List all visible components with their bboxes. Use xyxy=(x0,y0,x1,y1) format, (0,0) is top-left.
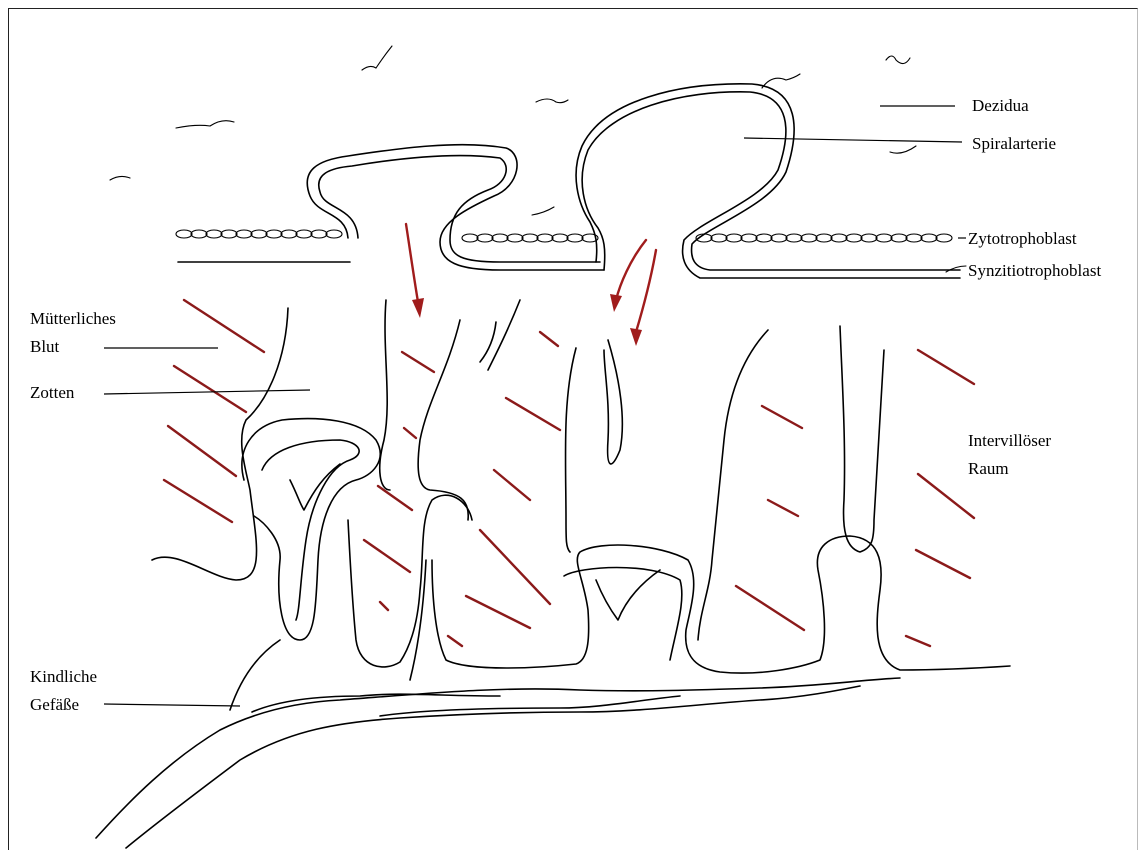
label-muetterliches: Mütterliches xyxy=(30,309,116,328)
blood-stroke xyxy=(364,540,410,572)
blood-stroke xyxy=(168,426,236,476)
blood-stroke xyxy=(466,596,530,628)
blood-stroke xyxy=(762,406,802,428)
cytotrophoblast-cell xyxy=(507,234,523,242)
spiral-arteries xyxy=(178,84,962,278)
blood-stroke xyxy=(378,486,412,510)
label-dezidua: Dezidua xyxy=(972,96,1029,115)
blood-stroke xyxy=(918,350,974,384)
cytotrophoblast-cell xyxy=(936,234,952,242)
blood-stroke xyxy=(494,470,530,500)
label-spiralarterie: Spiralarterie xyxy=(972,134,1056,153)
maternal-blood-strokes xyxy=(164,300,974,646)
cytotrophoblast-cell xyxy=(221,230,237,238)
flow-arrowhead-2 xyxy=(610,294,622,312)
cytotrophoblast-cell xyxy=(846,234,862,242)
cytotrophoblast-cell xyxy=(191,230,207,238)
cytotrophoblast-cell xyxy=(741,234,757,242)
flow-arrowhead-3 xyxy=(630,328,642,346)
cytotrophoblast-cell xyxy=(726,234,742,242)
fetal-vessels xyxy=(96,678,900,848)
cytotrophoblast-cell xyxy=(206,230,222,238)
flow-arrowhead-1 xyxy=(412,298,424,318)
cytotrophoblast-cell xyxy=(921,234,937,242)
cytotrophoblast-cell xyxy=(296,230,312,238)
flow-arrow-1 xyxy=(406,224,418,302)
blood-stroke xyxy=(506,398,560,430)
cytotrophoblast-cell xyxy=(326,230,342,238)
flow-arrow-2 xyxy=(616,240,646,300)
cytotrophoblast-cell xyxy=(771,234,787,242)
label-kindliche: Kindliche xyxy=(30,667,97,686)
blood-stroke xyxy=(164,480,232,522)
blood-stroke xyxy=(380,602,388,610)
label-raum: Raum xyxy=(968,459,1009,478)
cytotrophoblast-cell xyxy=(831,234,847,242)
cytotrophoblast-cells xyxy=(176,230,952,242)
cytotrophoblast-cell xyxy=(462,234,478,242)
cytotrophoblast-cell xyxy=(251,230,267,238)
cytotrophoblast-cell xyxy=(537,234,553,242)
cytotrophoblast-cell xyxy=(876,234,892,242)
label-zytotrophoblast: Zytotrophoblast xyxy=(968,229,1077,248)
cytotrophoblast-cell xyxy=(756,234,772,242)
cytotrophoblast-cell xyxy=(176,230,192,238)
blood-stroke xyxy=(402,352,434,372)
cytotrophoblast-cell xyxy=(711,234,727,242)
cytotrophoblast-cell xyxy=(891,234,907,242)
label-blut: Blut xyxy=(30,337,60,356)
cytotrophoblast-cell xyxy=(311,230,327,238)
blood-stroke xyxy=(404,428,416,438)
blood-stroke xyxy=(916,550,970,578)
label-synzitiotrophoblast: Synzitiotrophoblast xyxy=(968,261,1101,280)
blood-stroke xyxy=(448,636,462,646)
decidua-squiggles xyxy=(110,46,955,215)
cytotrophoblast-cell xyxy=(567,234,583,242)
cytotrophoblast-cell xyxy=(236,230,252,238)
blood-stroke xyxy=(768,500,798,516)
label-gefaesse: Gefäße xyxy=(30,695,79,714)
label-zotten: Zotten xyxy=(30,383,75,402)
cytotrophoblast-cell xyxy=(522,234,538,242)
cytotrophoblast-cell xyxy=(477,234,493,242)
cytotrophoblast-cell xyxy=(281,230,297,238)
cytotrophoblast-cell xyxy=(266,230,282,238)
cytotrophoblast-cell xyxy=(861,234,877,242)
blood-stroke xyxy=(736,586,804,630)
flow-arrow-3 xyxy=(636,250,656,332)
blood-stroke xyxy=(918,474,974,518)
cytotrophoblast-cell xyxy=(801,234,817,242)
blood-stroke xyxy=(906,636,930,646)
blood-stroke xyxy=(174,366,246,412)
villi xyxy=(152,300,1010,710)
cytotrophoblast-cell xyxy=(552,234,568,242)
cytotrophoblast-cell xyxy=(786,234,802,242)
cytotrophoblast-cell xyxy=(906,234,922,242)
cytotrophoblast-cell xyxy=(492,234,508,242)
cytotrophoblast-cell xyxy=(816,234,832,242)
blood-stroke xyxy=(184,300,264,352)
leader-zotten xyxy=(104,390,310,394)
label-intervilloeser: Intervillöser xyxy=(968,431,1051,450)
blood-stroke xyxy=(540,332,558,346)
blood-stroke xyxy=(480,530,550,604)
